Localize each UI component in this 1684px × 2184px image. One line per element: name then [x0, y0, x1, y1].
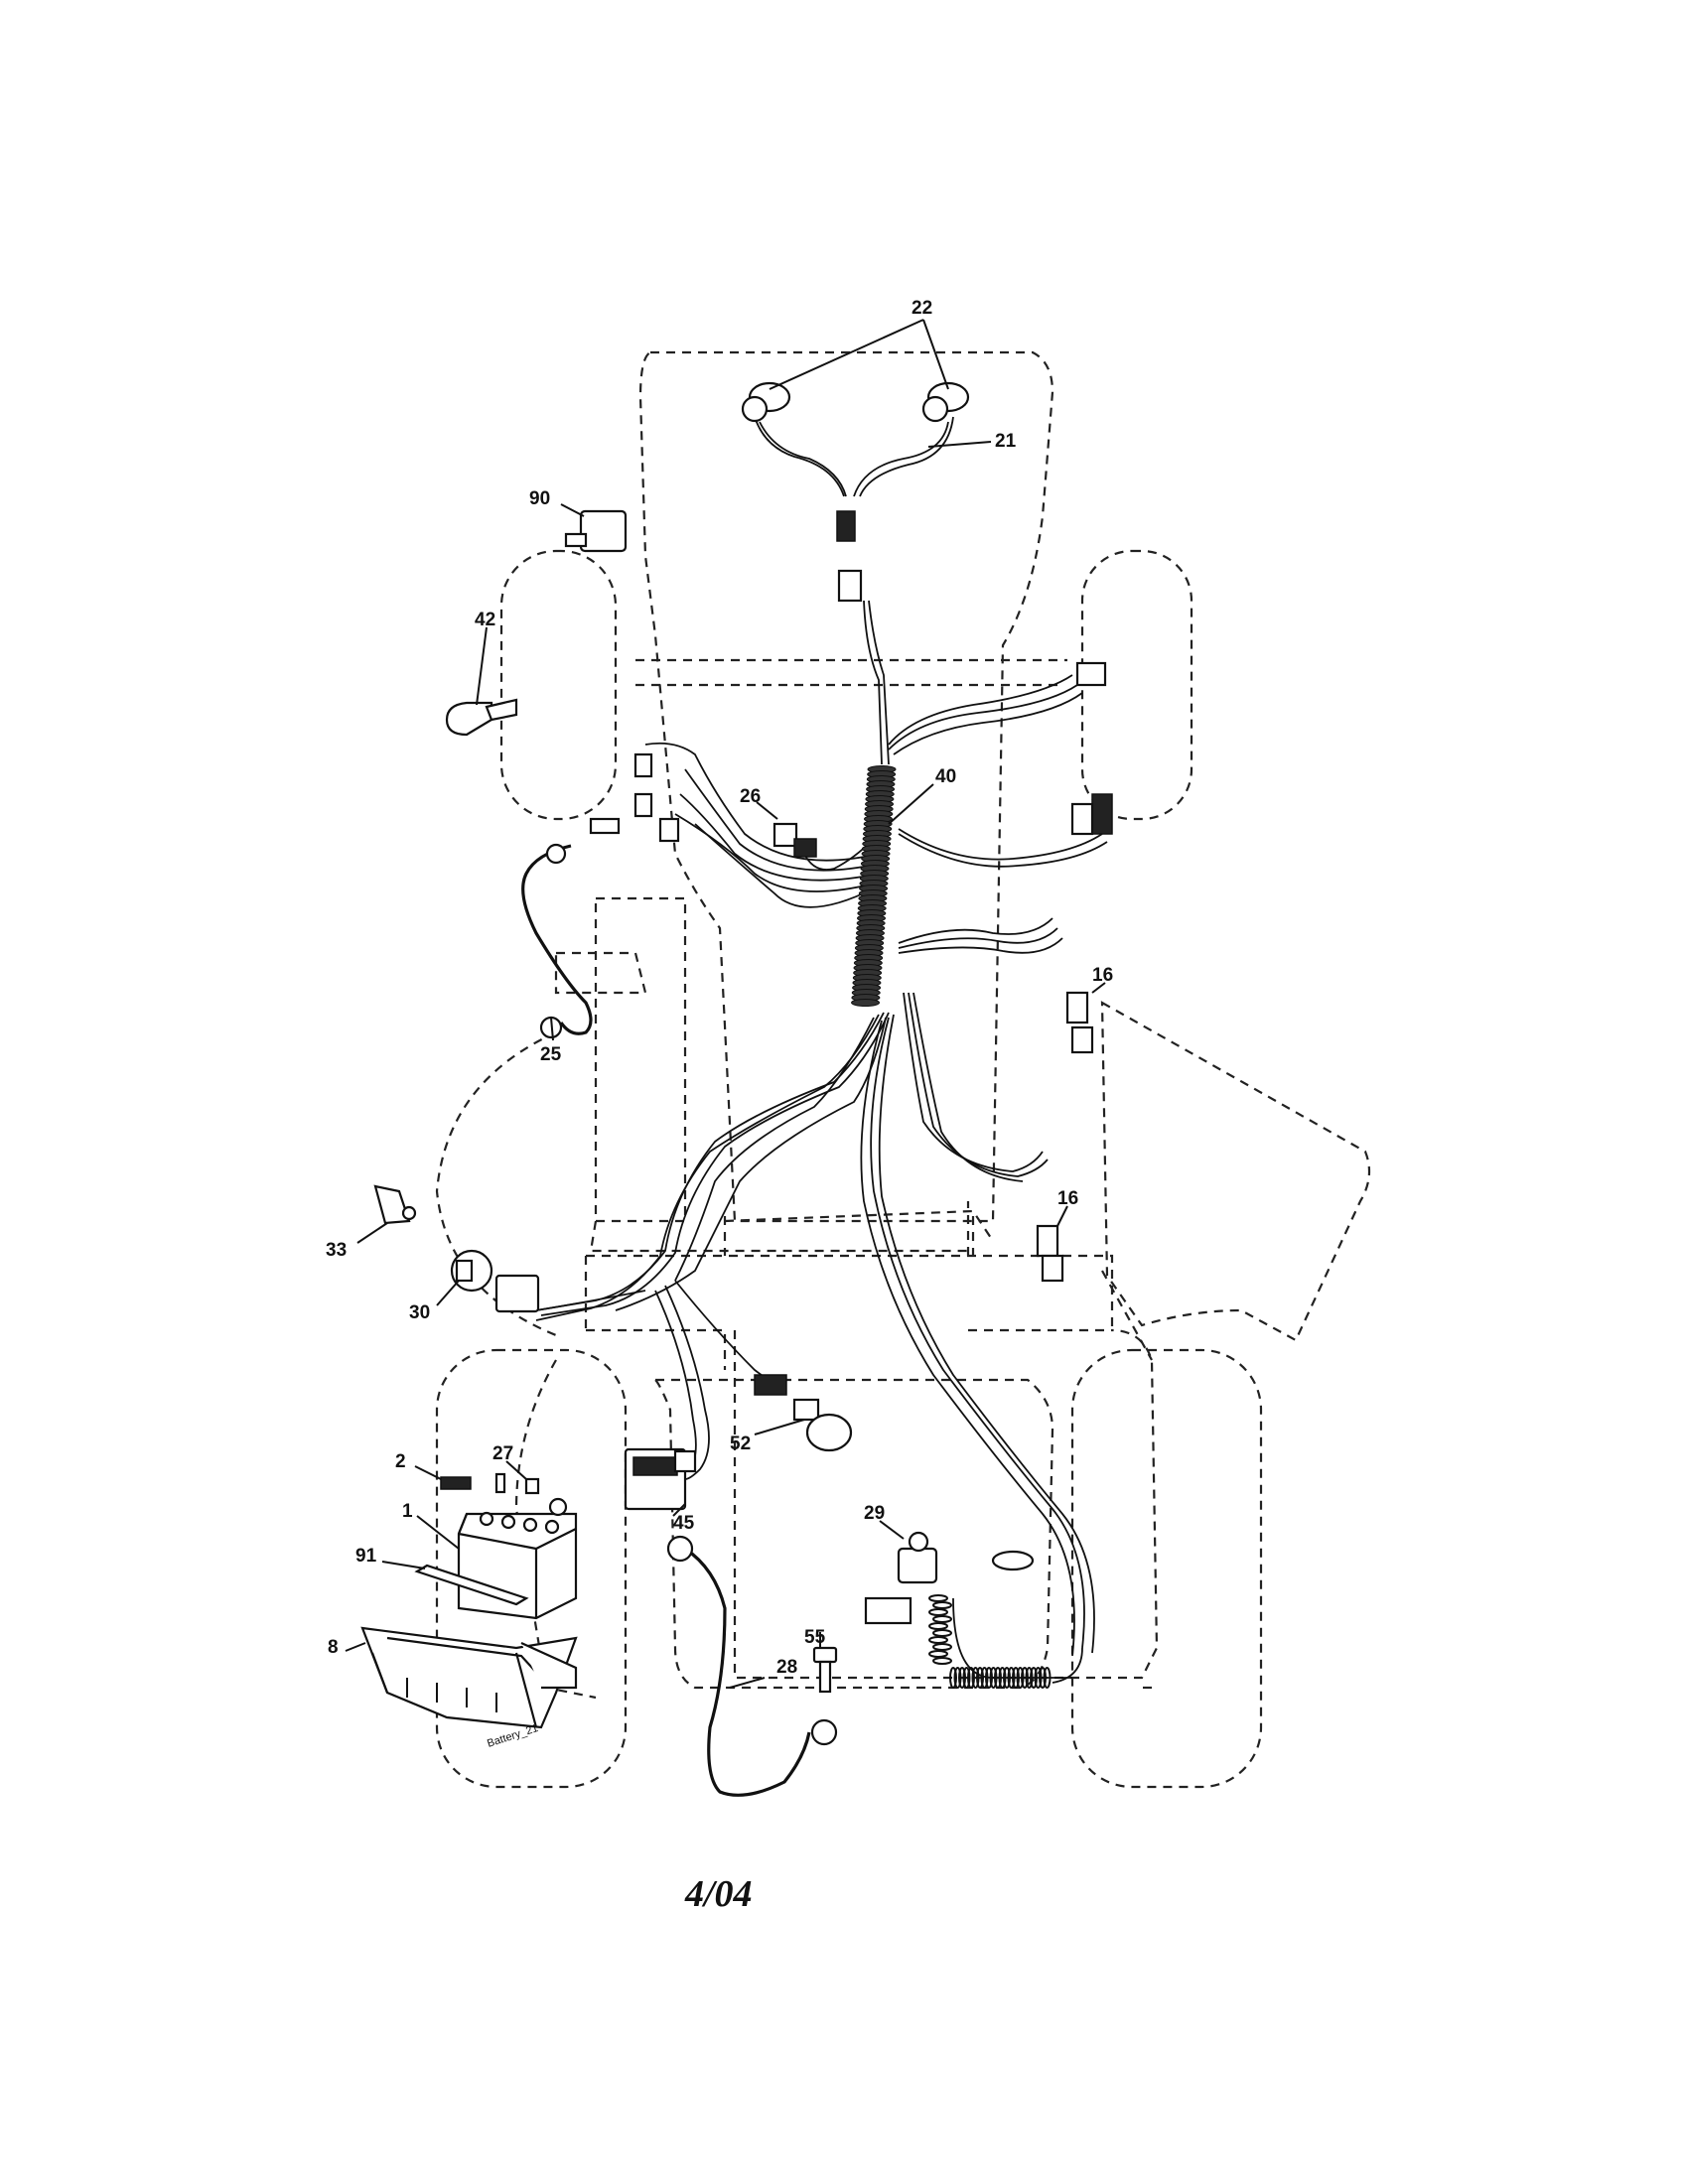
- coil-ring: [953, 1667, 962, 1689]
- callout-28: 28: [776, 1657, 797, 1678]
- callout-8: 8: [328, 1637, 339, 1658]
- coil-ring: [928, 1594, 948, 1602]
- callout-22: 22: [912, 298, 932, 319]
- coil-ring: [932, 1657, 952, 1665]
- callout-26: 26: [740, 786, 761, 807]
- battery-tray-part-8: [360, 1626, 578, 1729]
- terminal-part-27: [494, 1472, 540, 1495]
- relay-part-26: [772, 822, 817, 858]
- lamp-part-52: [792, 1398, 853, 1452]
- callout-40: 40: [935, 766, 956, 787]
- coil-cord-29: [928, 1594, 1052, 1689]
- callout-21: 21: [995, 431, 1017, 452]
- callout-90: 90: [529, 488, 550, 509]
- callout-42: 42: [475, 610, 495, 630]
- switch-part-29: [864, 1531, 1035, 1625]
- coil-ring: [971, 1667, 980, 1689]
- coil-ring: [932, 1601, 952, 1609]
- callout-labels: 22 21 90 42 40 26 16 16 25 33 30 27 2 1 …: [326, 298, 1113, 1678]
- callout-91: 91: [355, 1546, 377, 1567]
- key-part-42: [445, 698, 518, 737]
- coil-ring: [1039, 1667, 1047, 1689]
- callout-1: 1: [402, 1501, 413, 1522]
- fuse-holders: [589, 752, 680, 843]
- module-part-45: [624, 1447, 697, 1511]
- coil-ring: [958, 1667, 966, 1689]
- seat-switch-part-16-upper: [1065, 991, 1094, 1054]
- clip-part-33: [373, 1184, 417, 1225]
- coil-ring: [1030, 1667, 1038, 1689]
- callout-52: 52: [730, 1433, 751, 1454]
- coil-ring: [985, 1667, 993, 1689]
- coil-ring: [1003, 1667, 1011, 1689]
- coil-ring: [1007, 1667, 1016, 1689]
- callout-33: 33: [326, 1240, 347, 1261]
- footer-code: 4/04: [684, 1873, 753, 1915]
- callout-2: 2: [395, 1451, 406, 1472]
- coil-ring: [949, 1667, 957, 1689]
- seat-switch-part-16-lower: [1036, 1224, 1064, 1283]
- coil-ring: [994, 1667, 1002, 1689]
- bolt-part-55: [812, 1646, 838, 1694]
- callout-30: 30: [409, 1302, 430, 1323]
- coil-ring: [928, 1622, 948, 1630]
- coil-ring: [1016, 1667, 1025, 1689]
- leader-lines: [345, 319, 1106, 1689]
- callout-29: 29: [864, 1503, 885, 1524]
- coil-ring: [998, 1667, 1007, 1689]
- pto-switch-part-90: [564, 509, 628, 553]
- coil-ring: [928, 1608, 948, 1616]
- coil-ring: [932, 1629, 952, 1637]
- ground-ring-25: [539, 843, 567, 1039]
- coil-ring: [928, 1636, 948, 1644]
- callout-45: 45: [673, 1513, 695, 1534]
- coil-ring: [928, 1650, 948, 1658]
- coil-ring: [1025, 1667, 1034, 1689]
- coil-ring: [980, 1667, 989, 1689]
- coil-ring: [962, 1667, 971, 1689]
- coil-ring: [1012, 1667, 1020, 1689]
- callout-16-lower: 16: [1057, 1188, 1078, 1209]
- battery-cable-end-28: [666, 1535, 838, 1746]
- coil-ring: [967, 1667, 975, 1689]
- callout-27: 27: [492, 1443, 513, 1464]
- connector-right-upper: [1070, 661, 1113, 836]
- connector-center: [754, 1374, 787, 1396]
- coil-ring: [1021, 1667, 1029, 1689]
- coil-ring: [932, 1643, 952, 1651]
- wiring-harness: [521, 416, 1108, 1797]
- harness-loom: [851, 765, 897, 1007]
- ignition-switch-part-30: [450, 1249, 540, 1313]
- headlight-plug: [836, 510, 863, 603]
- callout-25: 25: [540, 1044, 562, 1065]
- loom-ring: [851, 999, 881, 1007]
- coil-ring: [1034, 1667, 1043, 1689]
- coil-ring: [932, 1615, 952, 1623]
- coil-ring: [976, 1667, 984, 1689]
- terminal-screw-part-2: [440, 1476, 472, 1490]
- coil-ring: [989, 1667, 998, 1689]
- headlight-bulbs: [741, 381, 970, 423]
- callout-55: 55: [804, 1627, 826, 1648]
- battery-part-marking: Battery_21: [486, 1722, 539, 1750]
- callout-16-upper: 16: [1092, 965, 1113, 986]
- coil-ring: [1043, 1667, 1052, 1689]
